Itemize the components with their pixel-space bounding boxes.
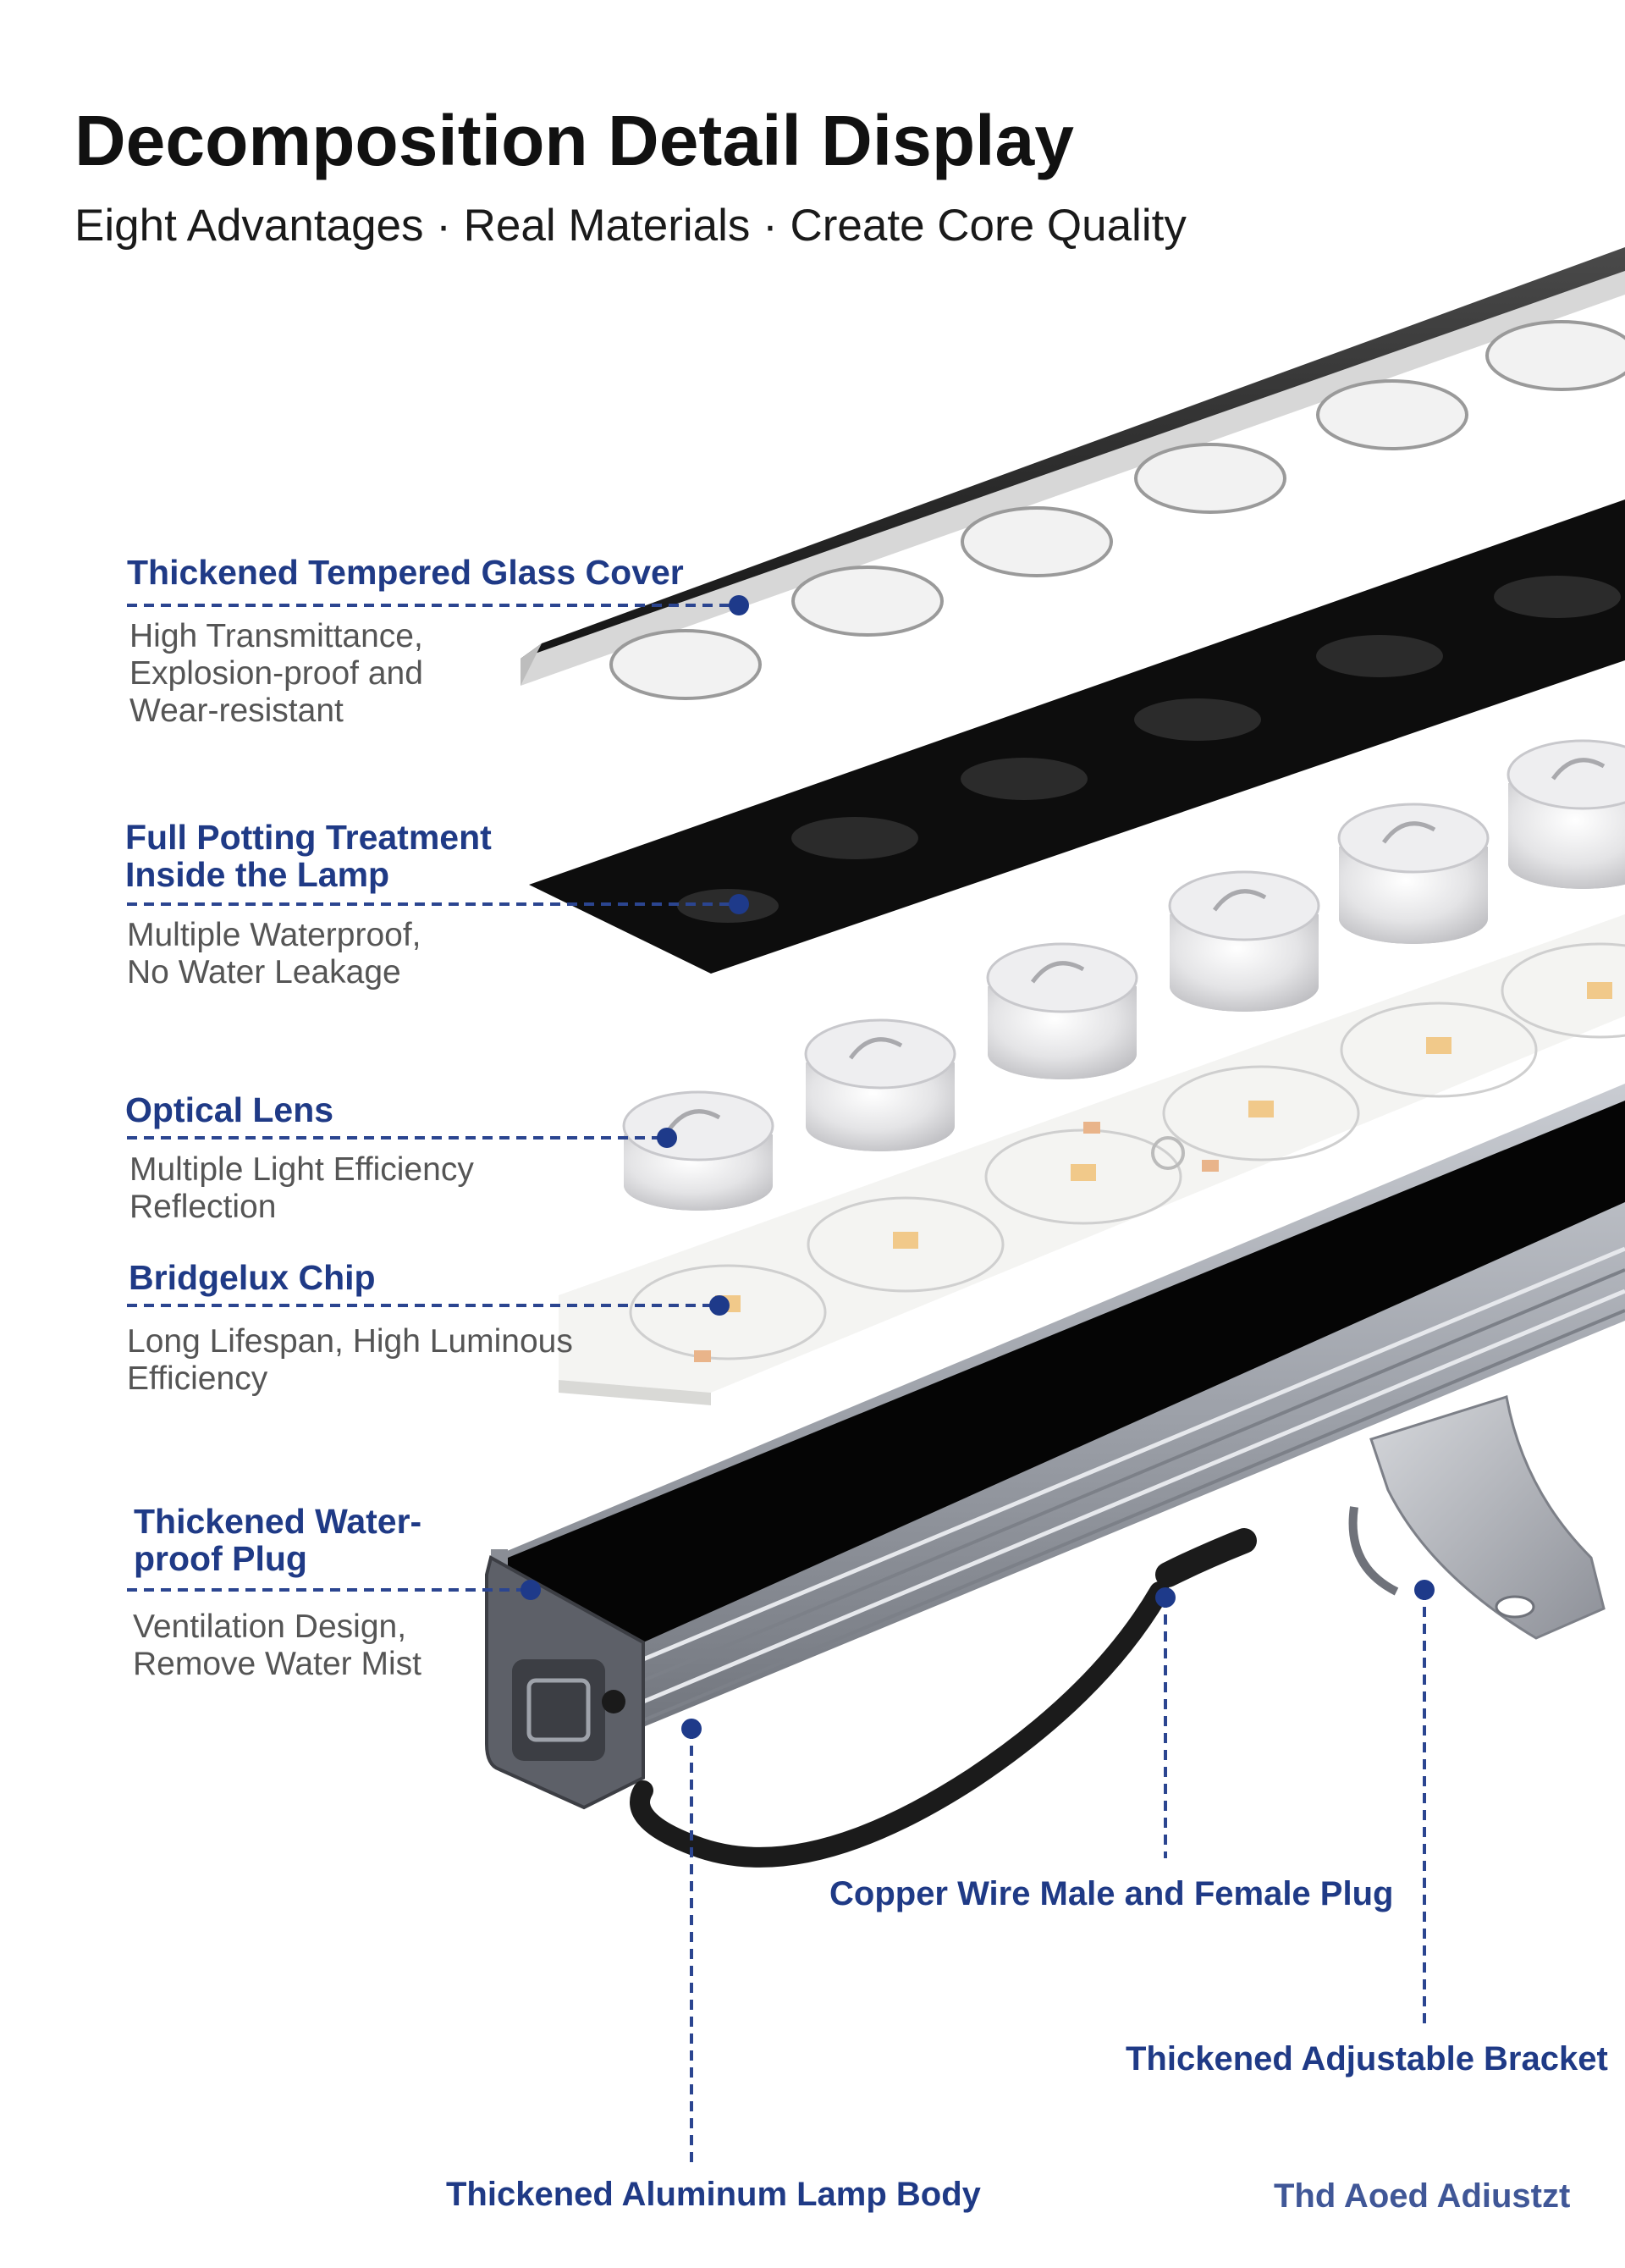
callout-optical-lens-label: Optical Lens <box>125 1091 333 1128</box>
aluminum-lamp-body <box>485 1084 1625 1810</box>
callout-label-line: Optical Lens <box>125 1090 334 1129</box>
callout-potting-label: Full Potting Treatment Inside the Lamp <box>125 819 492 893</box>
potting-layer <box>529 499 1625 974</box>
callout-optical-lens-desc: Multiple Light Efficiency Reflection <box>129 1151 474 1226</box>
callout-desc-line: High Transmittance, <box>129 618 423 654</box>
callout-desc-line: Long Lifespan, High Luminous <box>127 1323 573 1360</box>
led-pcb-board <box>559 914 1625 1405</box>
page-subtitle: Eight Advantages · Real Materials · Crea… <box>74 201 1187 251</box>
callout-desc-line: Multiple Waterproof, <box>127 917 421 953</box>
label-partial-bracket: Thd Aoed Adiustzt <box>1274 2177 1571 2215</box>
glass-cover <box>521 247 1625 700</box>
power-cable <box>630 1528 1257 1868</box>
callout-label-line: Full Potting Treatment <box>125 818 492 857</box>
callout-desc-line: Ventilation Design, <box>133 1609 407 1645</box>
callout-desc-line: Multiple Light Efficiency <box>129 1151 474 1188</box>
callout-glass-cover-label: Thickened Tempered Glass Cover <box>127 554 684 591</box>
page-title: Decomposition Detail Display <box>74 101 1074 180</box>
callout-waterproof-plug-label: Thickened Water- proof Plug <box>134 1503 421 1577</box>
adjustable-bracket <box>1348 1395 1606 1640</box>
callout-label-line: Inside the Lamp <box>125 855 390 894</box>
callout-potting-desc: Multiple Waterproof, No Water Leakage <box>127 917 421 991</box>
callout-desc-line: Wear-resistant <box>129 693 344 729</box>
callout-label-line: Thickened Water- <box>134 1502 422 1541</box>
callout-leaders <box>127 604 1426 2163</box>
callout-desc-line: Reflection <box>129 1189 277 1225</box>
callout-label-line: proof Plug <box>134 1539 307 1578</box>
callout-label-line: Bridgelux Chip <box>129 1258 376 1297</box>
callout-chip-desc: Long Lifespan, High Luminous Efficiency <box>127 1323 573 1398</box>
label-copper-wire-plug: Copper Wire Male and Female Plug <box>829 1875 1394 1912</box>
callout-desc-line: No Water Leakage <box>127 954 401 991</box>
callout-desc-line: Explosion-proof and <box>129 655 423 692</box>
label-adjustable-bracket: Thickened Adjustable Bracket <box>1126 2040 1608 2078</box>
callout-desc-line: Remove Water Mist <box>133 1646 421 1682</box>
label-aluminum-lamp-body: Thickened Aluminum Lamp Body <box>446 2176 981 2213</box>
callout-label-line: Thickened Tempered Glass Cover <box>127 553 684 592</box>
callout-chip-label: Bridgelux Chip <box>129 1259 376 1296</box>
optical-lenses <box>622 739 1625 1211</box>
callout-glass-cover-desc: High Transmittance, Explosion-proof and … <box>129 618 423 730</box>
callout-waterproof-plug-desc: Ventilation Design, Remove Water Mist <box>133 1609 421 1683</box>
callout-dots <box>521 595 1435 1739</box>
callout-desc-line: Efficiency <box>127 1360 268 1397</box>
